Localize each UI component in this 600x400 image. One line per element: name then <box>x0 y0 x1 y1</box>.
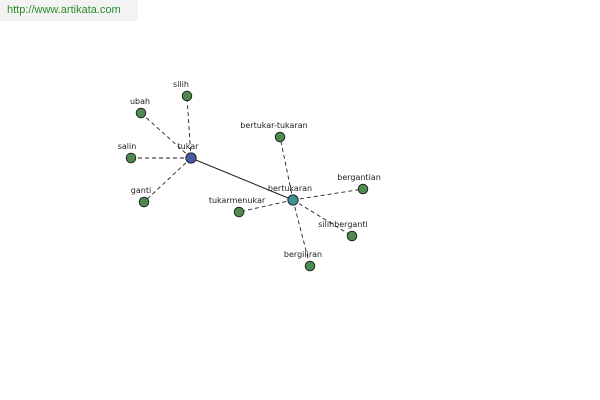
edge-tukar-silih <box>186 95 192 159</box>
node-label-ganti: ganti <box>131 186 151 195</box>
node-ganti[interactable] <box>138 196 150 208</box>
node-bergantian[interactable] <box>357 183 369 195</box>
node-label-tukar: tukar <box>178 142 200 151</box>
site-watermark: http://www.artikata.com <box>0 0 138 21</box>
node-salin[interactable] <box>125 152 137 164</box>
node-ubah[interactable] <box>135 107 147 119</box>
edge-bertukaran-bergiliran <box>292 199 311 267</box>
node-silih[interactable] <box>181 90 193 102</box>
node-label-bergiliran: bergiliran <box>284 250 322 259</box>
edge-tukar-ganti <box>143 157 192 203</box>
node-label-bergantian: bergantian <box>337 173 381 182</box>
edge-bertukaran-tukarmenukar <box>238 199 294 213</box>
node-tukar[interactable] <box>185 152 197 164</box>
node-label-bertukaran: bertukaran <box>268 184 312 193</box>
node-label-silihberganti: silihberganti <box>318 220 367 229</box>
node-label-tukarmenukar: tukarmenukar <box>209 196 266 205</box>
node-label-ubah: ubah <box>130 97 150 106</box>
edge-tukar-bertukaran <box>190 157 294 201</box>
node-tukarmenukar[interactable] <box>233 206 245 218</box>
edge-bertukaran-bertukar-tukaran <box>279 136 294 201</box>
edge-bertukaran-bergantian <box>292 188 364 201</box>
node-bertukaran[interactable] <box>287 194 299 206</box>
nodes-layer <box>125 90 369 272</box>
labels-layer: tukar bertukaran silih ubah salin ganti bertuk… <box>118 80 381 259</box>
edges-layer <box>131 95 364 267</box>
node-bertukar-tukaran[interactable] <box>274 131 286 143</box>
node-silihberganti[interactable] <box>346 230 358 242</box>
node-label-silih: silih <box>173 80 189 89</box>
edge-tukar-ubah <box>140 112 192 159</box>
node-bergiliran[interactable] <box>304 260 316 272</box>
edge-bertukaran-silihberganti <box>292 199 353 237</box>
node-label-bertukar-tukaran: bertukar-tukaran <box>240 121 307 130</box>
node-label-salin: salin <box>118 142 137 151</box>
